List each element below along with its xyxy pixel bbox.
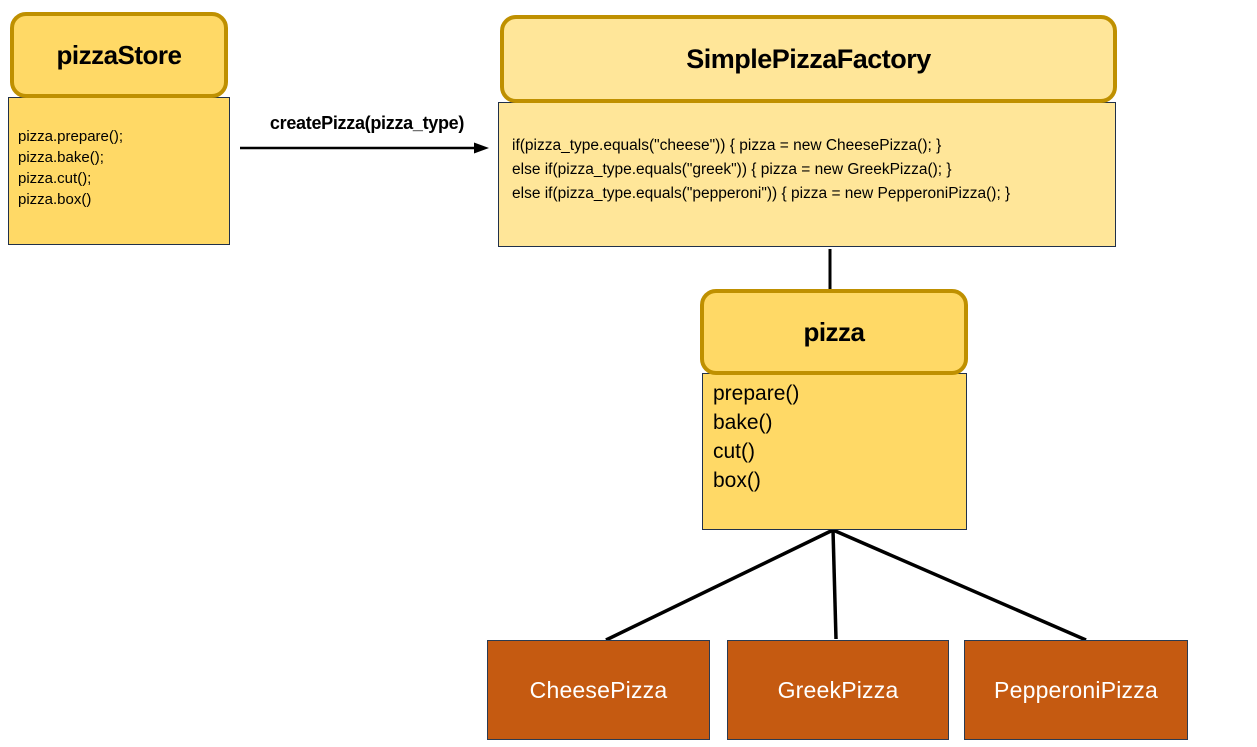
pizza-store-code-line: pizza.bake(); bbox=[18, 149, 104, 166]
cheese-pizza-label: CheesePizza bbox=[529, 676, 668, 703]
factory-code-line: else if(pizza_type.equals("greek")) { pi… bbox=[512, 161, 952, 178]
factory-code-line: if(pizza_type.equals("cheese")) { pizza … bbox=[512, 137, 942, 154]
factory-code-line: else if(pizza_type.equals("pepperoni")) … bbox=[512, 185, 1011, 202]
pepperoni-pizza-label: PepperoniPizza bbox=[994, 676, 1158, 703]
pizza-method-line: prepare() bbox=[713, 382, 800, 405]
factory-body: if(pizza_type.equals("cheese")) { pizza … bbox=[498, 102, 1116, 247]
pizza-method-line: bake() bbox=[713, 411, 773, 434]
pizza-store-title: pizzaStore bbox=[56, 39, 182, 70]
pizza-store-code-line: pizza.cut(); bbox=[18, 170, 92, 187]
factory-title: SimplePizzaFactory bbox=[686, 43, 931, 74]
pizza-store-code-line: pizza.prepare(); bbox=[18, 128, 124, 145]
pizza-store-header: pizzaStore bbox=[10, 12, 228, 98]
greek-pizza-box: GreekPizza bbox=[727, 640, 949, 740]
pizza-to-pepperoni-line bbox=[832, 528, 1087, 642]
pizza-to-greek-line bbox=[831, 529, 838, 640]
pepperoni-pizza-box: PepperoniPizza bbox=[964, 640, 1188, 740]
cheese-pizza-box: CheesePizza bbox=[487, 640, 710, 740]
create-pizza-label: createPizza(pizza_type) bbox=[269, 113, 465, 133]
factory-header: SimplePizzaFactory bbox=[500, 15, 1117, 103]
create-pizza-arrow bbox=[240, 142, 489, 154]
pizza-store-body: pizza.prepare(); pizza.bake(); pizza.cut… bbox=[8, 97, 230, 245]
pizza-to-cheese-line bbox=[605, 528, 834, 642]
pizza-store-code-line: pizza.box() bbox=[18, 191, 92, 208]
pizza-title: pizza bbox=[803, 316, 865, 347]
pizza-method-line: box() bbox=[713, 469, 761, 492]
pizza-header: pizza bbox=[700, 289, 968, 375]
pizza-body: prepare() bake() cut() box() bbox=[702, 373, 967, 530]
pizza-method-line: cut() bbox=[713, 440, 755, 463]
greek-pizza-label: GreekPizza bbox=[777, 676, 899, 703]
